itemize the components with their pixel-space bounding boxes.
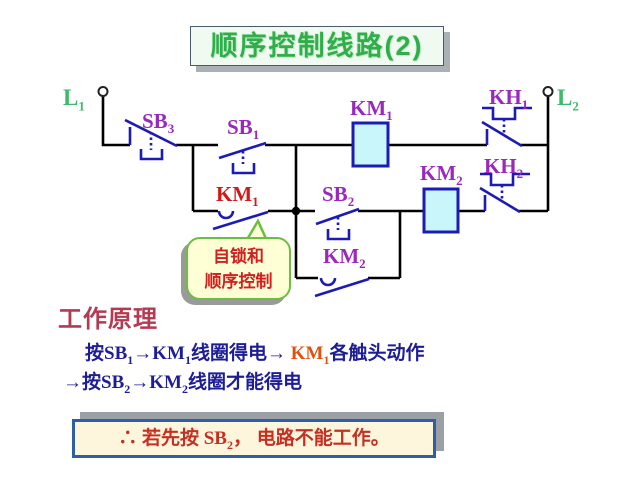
component-label-km1-coil: KM1 <box>350 96 393 124</box>
km1-coil <box>351 121 390 168</box>
kh2-thermal-contact-symbol <box>479 172 530 214</box>
component-label-sb2: SB2 <box>322 182 355 210</box>
sb1-no-pushbutton-symbol <box>218 141 267 175</box>
sb2-no-pushbutton-symbol <box>315 207 360 241</box>
wires <box>101 96 550 280</box>
callout-bubble: 自锁和 顺序控制 <box>186 237 291 300</box>
component-label-sb1: SB1 <box>227 115 260 143</box>
principle-line-2: →按SB2→KM2线圈才能得电 <box>63 372 302 396</box>
component-label-kh1: KH1 <box>489 85 529 113</box>
km2-no-contact-symbol <box>314 277 370 298</box>
page-title: 顺序控制线路(2) <box>210 31 424 61</box>
title-banner: 顺序控制线路(2) <box>190 26 444 66</box>
principle-heading: 工作原理 <box>58 306 158 333</box>
callout-line2: 顺序控制 <box>204 271 273 291</box>
terminal-label-l2: L2 <box>557 85 579 114</box>
component-label-km1-contact: KM1 <box>216 182 259 210</box>
km1-no-contact-symbol <box>212 210 269 231</box>
conclusion-banner: ∴ 若先按 SB2， 电路不能工作。 <box>72 419 436 458</box>
component-label-kh2: KH2 <box>484 154 524 182</box>
principle-line-1: 按SB1→KM1线圈得电→ KM1各触头动作 <box>85 343 425 367</box>
l1-terminal-dot <box>97 86 109 97</box>
component-label-km2-coil: KM2 <box>420 161 463 189</box>
callout-line1: 自锁和 <box>213 247 264 266</box>
junction-dot <box>291 206 301 216</box>
component-label-km2-contact: KM2 <box>323 244 366 272</box>
terminal-label-l1: L1 <box>63 85 85 114</box>
component-label-sb3: SB3 <box>142 109 175 137</box>
sb3-nc-pushbutton-symbol <box>124 118 178 161</box>
l2-terminal-dot <box>542 86 554 97</box>
km2-coil <box>422 187 460 234</box>
kh1-thermal-contact-symbol <box>481 106 532 148</box>
